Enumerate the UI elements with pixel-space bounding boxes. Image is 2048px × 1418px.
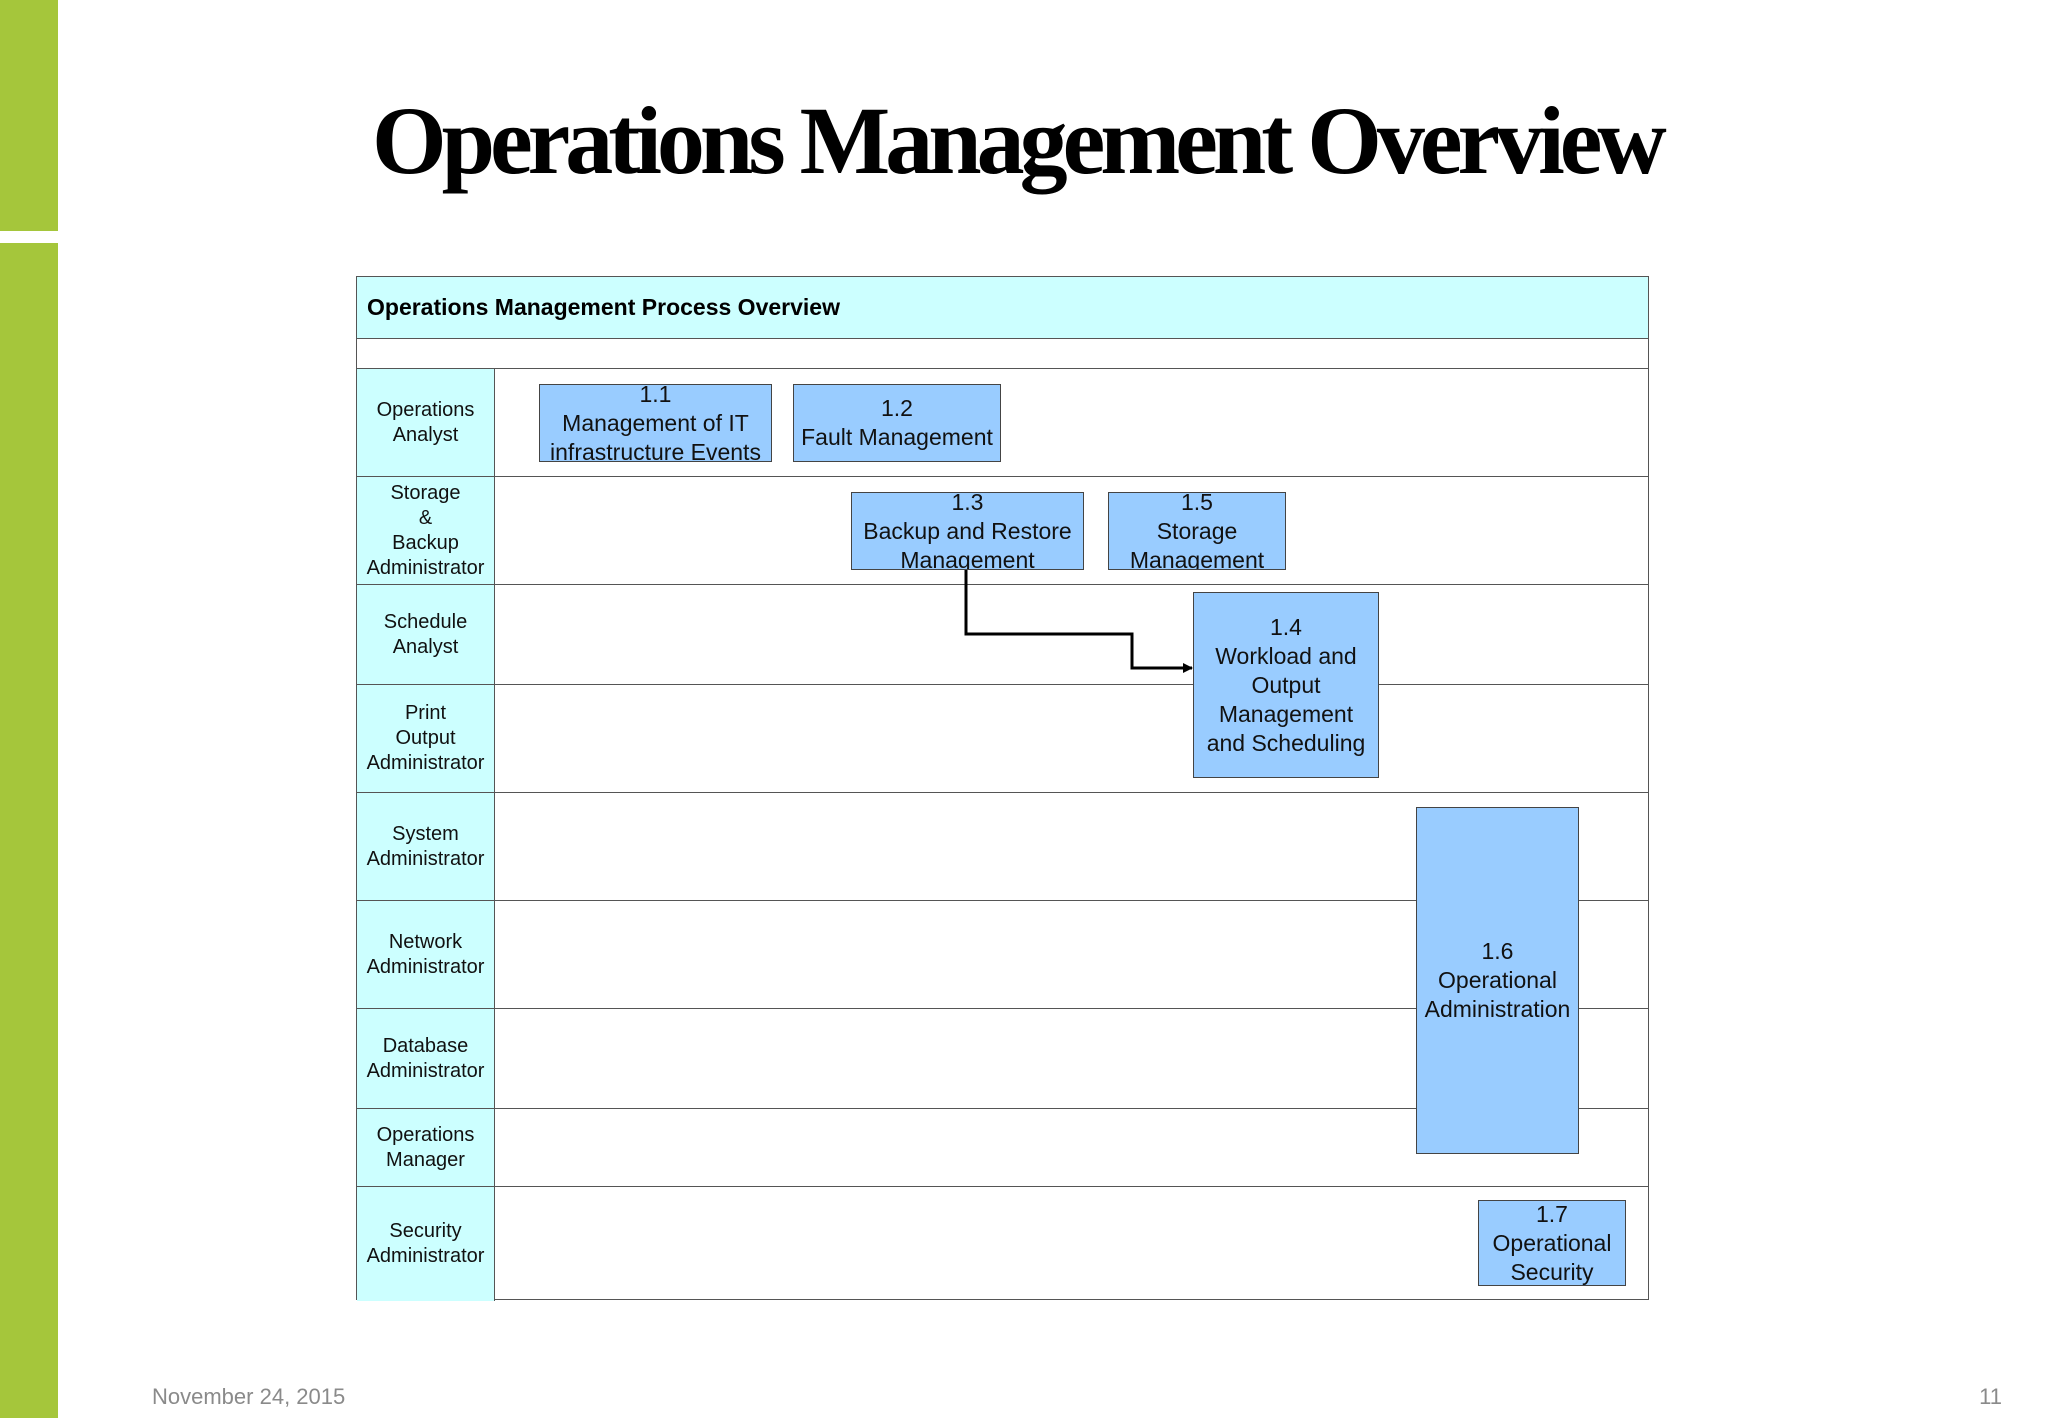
process-id: 1.1 <box>639 384 672 407</box>
lane-label: Security Administrator <box>357 1187 495 1301</box>
process-id: 1.7 <box>1536 1200 1568 1227</box>
accent-bar-bottom <box>0 243 58 1418</box>
process-id: 1.6 <box>1481 938 1514 964</box>
lane-label: Database Administrator <box>357 1009 495 1108</box>
lane-system-administrator: System Administrator <box>357 793 1648 901</box>
process-box-1-5[interactable]: 1.5 Storage Management <box>1108 492 1286 570</box>
lane-label: Network Administrator <box>357 901 495 1008</box>
process-id: 1.2 <box>881 395 913 421</box>
process-id: 1.5 <box>1181 492 1213 515</box>
process-box-1-3[interactable]: 1.3 Backup and Restore Management <box>851 492 1084 570</box>
footer-date: November 24, 2015 <box>152 1384 346 1409</box>
process-name: Operational Administration <box>1424 967 1571 1022</box>
process-name: Operational Security <box>1492 1229 1612 1285</box>
process-box-1-6[interactable]: 1.6 Operational Administration <box>1416 807 1579 1154</box>
lane-label: Operations Analyst <box>357 369 495 476</box>
process-box-1-4[interactable]: 1.4 Workload and Output Management and S… <box>1193 592 1379 778</box>
lane-network-administrator: Network Administrator <box>357 901 1648 1009</box>
lane-label: System Administrator <box>357 793 495 900</box>
lane-label: Print Output Administrator <box>357 685 495 792</box>
lane-label: Storage & Backup Administrator <box>357 477 495 584</box>
process-box-1-2[interactable]: 1.2 Fault Management <box>793 384 1001 462</box>
lane-database-administrator: Database Administrator <box>357 1009 1648 1109</box>
process-id: 1.4 <box>1270 613 1302 640</box>
lane-print-output-administrator: Print Output Administrator <box>357 685 1648 793</box>
lane-operations-analyst: Operations Analyst <box>357 369 1648 477</box>
process-id: 1.3 <box>951 492 984 515</box>
process-name: Storage Management <box>1129 517 1265 570</box>
diagram-title: Operations Management Process Overview <box>367 294 840 320</box>
lane-schedule-analyst: Schedule Analyst <box>357 585 1648 685</box>
page-number: 11 <box>1979 1384 2002 1409</box>
process-box-1-7[interactable]: 1.7 Operational Security <box>1478 1200 1626 1286</box>
lane-label: Schedule Analyst <box>357 585 495 684</box>
accent-bar-top <box>0 0 58 231</box>
process-name: Workload and Output Management and Sched… <box>1206 642 1366 756</box>
process-name: Backup and Restore Management <box>863 517 1072 570</box>
diagram-blank-row <box>357 339 1648 369</box>
slide-title: Operations Management Overview <box>372 87 1667 194</box>
process-diagram: Operations Management Process Overview O… <box>356 276 1649 1301</box>
process-name: Management of IT infrastructure Events <box>550 409 761 462</box>
diagram-header: Operations Management Process Overview <box>357 277 1648 339</box>
lane-security-administrator: Security Administrator <box>357 1187 1648 1301</box>
process-name: Fault Management <box>801 424 993 450</box>
lane-label: Operations Manager <box>357 1109 495 1186</box>
process-box-1-1[interactable]: 1.1 Management of IT infrastructure Even… <box>539 384 772 462</box>
lane-operations-manager: Operations Manager <box>357 1109 1648 1187</box>
